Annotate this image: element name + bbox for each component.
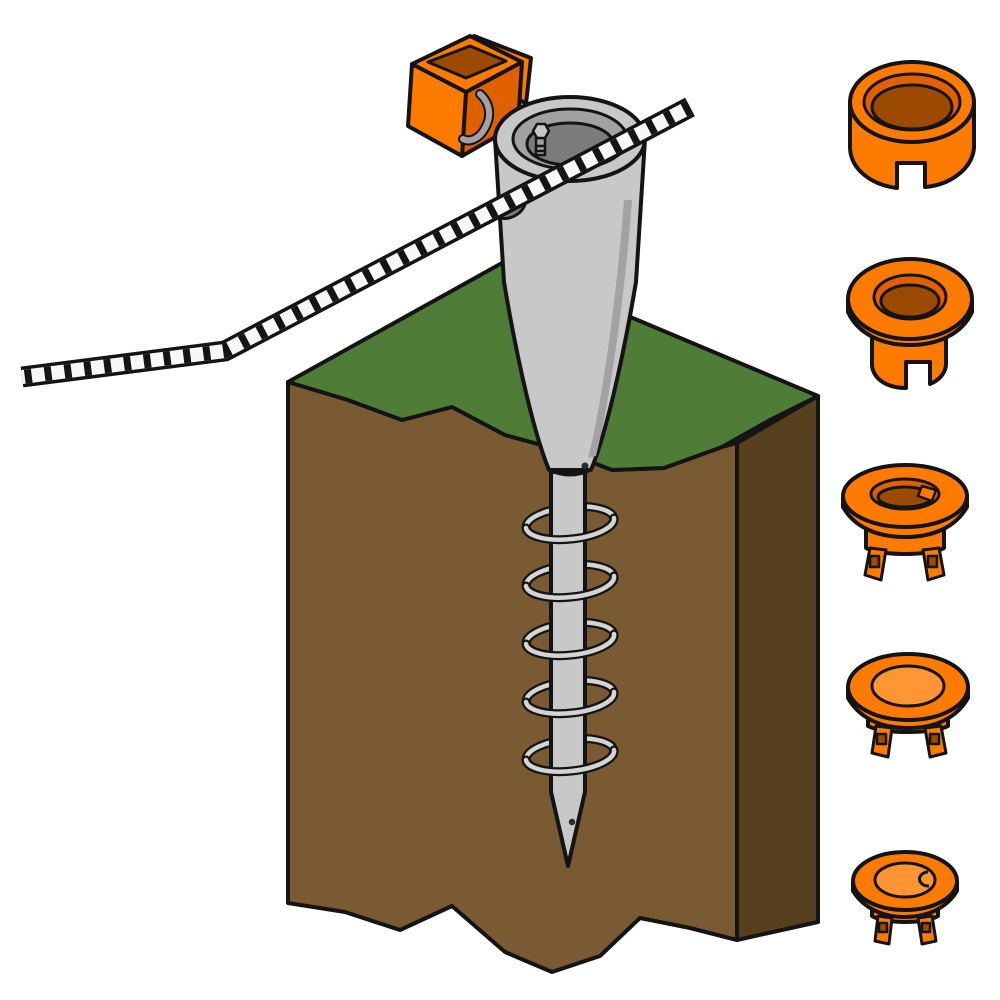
clip-slot-right	[926, 554, 939, 569]
cap-variant-round-sleeve	[848, 60, 976, 190]
center-plate	[870, 664, 946, 708]
clip-slot-left	[868, 554, 881, 569]
cone-hole	[581, 462, 589, 470]
plate-notch	[918, 870, 930, 888]
adapter-cavity	[426, 44, 508, 80]
clip-slot-left	[875, 732, 888, 746]
screw-shaft	[549, 470, 587, 868]
shaft-tip-hole	[568, 818, 576, 826]
inner-tab	[916, 484, 938, 503]
cap-variants-column	[841, 60, 976, 946]
rim-bolt	[531, 122, 551, 157]
rod-stripes	[21, 100, 694, 384]
screw-helix-front	[521, 513, 619, 777]
clip-slot-right	[928, 732, 941, 746]
clip-slot-left	[877, 921, 889, 934]
adapter-clip	[460, 91, 493, 144]
center-plate	[873, 861, 937, 899]
flange-cavity	[879, 283, 941, 319]
cap-variant-flanged-sleeve	[846, 257, 974, 390]
installation-rod	[20, 97, 695, 388]
clip-slot-right	[920, 921, 932, 934]
cap-variant-side-clips	[841, 463, 969, 582]
tube-cone-joint	[548, 468, 592, 477]
sleeve-cavity	[870, 83, 954, 131]
soil-front-face	[286, 380, 739, 974]
screw-tube-shading	[588, 200, 632, 458]
cap-variant-closed-plate	[846, 652, 970, 759]
soil-side-face	[735, 394, 820, 942]
bolt-hex-head	[531, 122, 551, 140]
cap-variant-small-notch	[851, 850, 959, 946]
